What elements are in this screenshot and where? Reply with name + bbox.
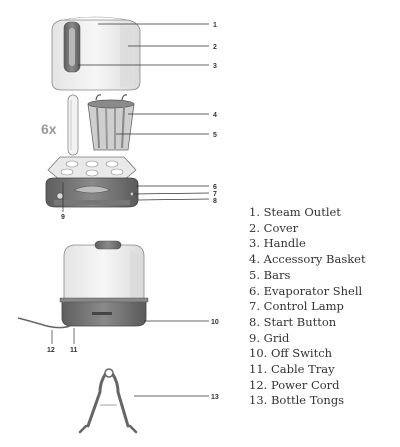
legend-item: 7. Control Lamp [249,299,344,314]
assembled-sterilizer-illustration [17,240,149,329]
legend-item: 11. Cable Tray [249,362,335,377]
legend-item-name: Evaporator Shell [263,283,363,298]
legend-item: 2. Cover [249,220,299,235]
legend-item-number: 1 [249,205,257,219]
legend-item: 13. Bottle Tongs [249,393,345,408]
bar-illustration [67,94,79,156]
legend-item-number: 9 [249,330,257,345]
legend-item-name: Bars [263,267,291,282]
callout-9: 9 [61,214,65,221]
control-lamp-illustration [130,192,134,196]
power-cord-illustration [17,317,71,329]
bottle-tongs-illustration [78,368,138,434]
evaporator-shell-illustration [45,177,139,208]
callout-5: 5 [213,132,217,139]
legend-item-name: Cover [263,220,299,235]
callout-13: 13 [211,394,219,401]
start-button-illustration [56,192,64,200]
legend-item-number: 6 [249,283,257,298]
grid-illustration [47,156,137,181]
leader-lines [51,23,210,397]
legend-item-number: 5 [249,267,257,282]
legend-item-name: Grid [263,330,290,345]
legend-item: 8. Start Button [249,314,337,329]
legend-item-name: Steam Outlet [263,205,341,219]
legend-item: 1. Steam Outlet [249,205,341,219]
assembled-handle-illustration [94,240,122,250]
legend-item-number: 3 [249,236,257,251]
bars-multiplier-label: 6x [41,121,57,137]
legend-item-number: 11 [249,362,264,377]
legend-item-name: Cable Tray [270,362,335,377]
callout-10: 10 [211,319,219,326]
callout-7: 7 [213,191,217,198]
legend-item: 3. Handle [249,236,306,251]
callout-11: 11 [70,347,78,354]
callout-6: 6 [213,184,217,191]
legend-item: 12. Power Cord [249,377,340,392]
legend-item-name: Off Switch [270,346,333,361]
off-switch-illustration [92,312,112,315]
legend-item-name: Bottle Tongs [270,393,345,408]
legend-item-name: Handle [263,236,306,251]
legend-item: 5. Bars [249,267,291,282]
legend-item-number: 7 [249,299,257,314]
legend-item: 10. Off Switch [249,346,333,361]
legend-item-number: 12 [249,377,264,392]
callout-3: 3 [213,63,217,70]
legend-item-name: Accessory Basket [263,252,366,267]
callout-1: 1 [213,22,217,29]
legend-item-name: Control Lamp [263,299,344,314]
legend-item-name: Power Cord [270,377,340,392]
accessory-basket-illustration [87,94,135,151]
callout-8: 8 [213,198,217,205]
legend-item-number: 10 [249,346,264,361]
legend-item-number: 2 [249,220,257,235]
legend-item-name: Start Button [263,314,337,329]
callout-2: 2 [213,44,217,51]
callout-4: 4 [213,112,217,119]
legend-item-number: 4 [249,252,257,267]
legend-item-number: 8 [249,314,257,329]
cover-illustration [51,16,141,91]
legend-item: 9. Grid [249,330,290,345]
callout-12: 12 [47,347,55,354]
legend-item-number: 13 [249,393,264,408]
legend-item: 6. Evaporator Shell [249,283,363,298]
legend-item: 4. Accessory Basket [249,252,366,267]
